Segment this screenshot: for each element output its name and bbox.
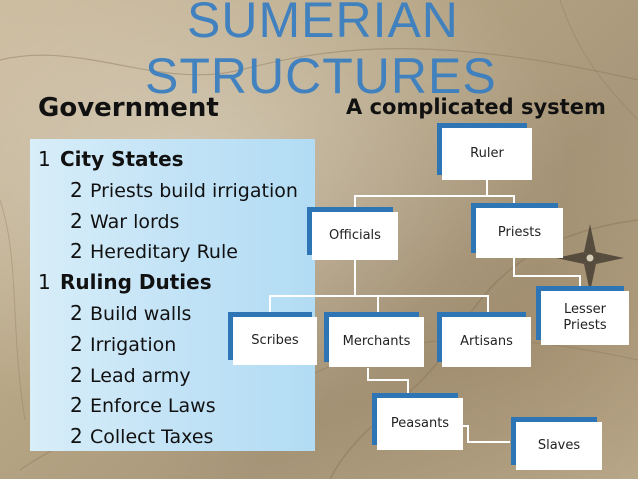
ruler-box: Ruler [442, 128, 532, 180]
hierarchy-heading: A complicated system [346, 95, 606, 119]
slide-title-line2: STRUCTURES [145, 48, 497, 104]
officials-box: Officials [312, 212, 398, 260]
artisans-box: Artisans [442, 317, 531, 367]
slaves-box: Slaves [516, 422, 602, 470]
outline-panel [30, 139, 315, 451]
slide-title: SUMERIAN STRUCTURES [145, 0, 505, 104]
priests-box: Priests [476, 208, 563, 258]
merchants-box: Merchants [329, 317, 424, 367]
scribes-box: Scribes [233, 317, 317, 365]
government-heading: Government [38, 93, 219, 123]
compass-rose-icon [556, 224, 624, 292]
slide-title-line1: SUMERIAN [187, 0, 459, 48]
peasants-box: Peasants [377, 398, 463, 450]
lesser-priests-box: Lesser Priests [541, 291, 629, 345]
